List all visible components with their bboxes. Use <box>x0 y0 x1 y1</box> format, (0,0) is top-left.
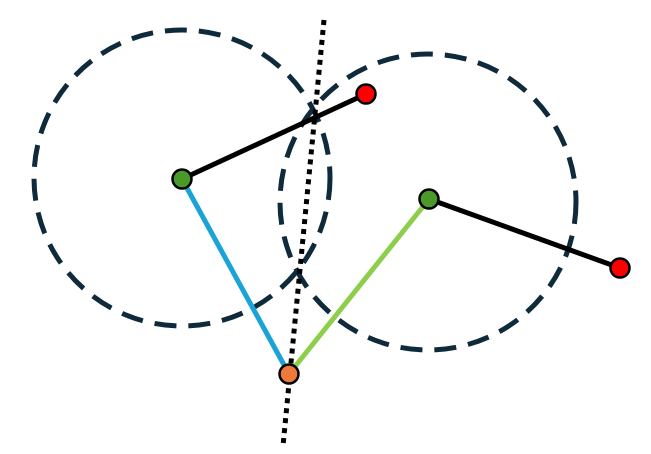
point-intersection <box>278 363 300 385</box>
point-end-left <box>355 83 377 105</box>
segment-black-right <box>428 196 621 271</box>
segment-black-left <box>180 91 368 182</box>
segment-blue <box>179 177 292 376</box>
point-center-right <box>418 188 440 210</box>
dotted-line <box>280 19 327 447</box>
point-center-left <box>171 168 193 190</box>
point-end-right <box>609 257 631 279</box>
segment-green <box>287 197 431 376</box>
dashed-circle-left <box>31 27 333 329</box>
dashed-circle-right <box>277 51 579 353</box>
